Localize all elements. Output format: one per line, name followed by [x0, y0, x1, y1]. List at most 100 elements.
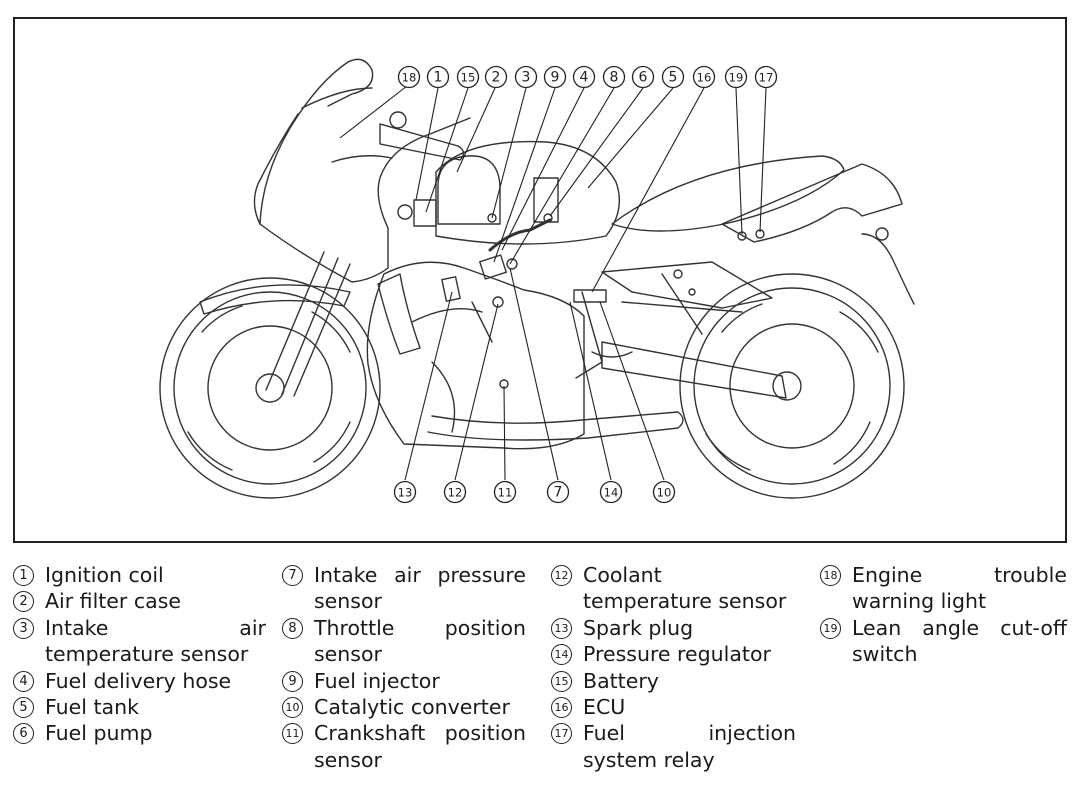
callout-label-17: 17 [759, 71, 774, 85]
tail [721, 163, 903, 243]
callout-label-16: 16 [697, 71, 712, 85]
front-fork [265, 251, 351, 397]
legend-item-label: Air filter case [45, 589, 181, 614]
legend-item-label: Fuel pump [45, 721, 153, 746]
callout-circle-16 [692, 65, 716, 89]
callout-circle-6 [631, 65, 655, 89]
legend-number-badge: 7 [282, 565, 303, 586]
callout-circle-7 [546, 480, 570, 504]
legend-number-badge: 4 [13, 670, 34, 692]
legend-item-label: Throttle position sensor [314, 615, 526, 667]
callout-label-10: 10 [657, 486, 672, 500]
legend-item-6: 6 Fuel pump [13, 720, 266, 746]
callout-label-14: 14 [604, 486, 619, 500]
callout-label-9: 9 [551, 70, 560, 86]
legend-item-label: Coolant temperature sensor [583, 563, 787, 614]
callout-label-4: 4 [580, 70, 589, 86]
legend-item-label: Fuel injection system relay [583, 721, 796, 772]
legend-number-badge: 17 [551, 723, 572, 745]
callout-label-15: 15 [461, 71, 476, 85]
exhaust [427, 411, 684, 441]
front-fender [199, 284, 351, 315]
callout-circle-9 [543, 65, 567, 89]
callout-circle-11 [493, 480, 517, 504]
legend-item-11: 11 Crankshaft position sensor [282, 720, 526, 773]
legend-number-badge: 1 [13, 565, 34, 586]
legend-item-label: Intake air temperature sensor [45, 615, 266, 667]
legend-number-badge: 6 [13, 723, 34, 745]
callout-circle-8 [602, 65, 626, 89]
callout-label-2: 2 [492, 70, 501, 86]
legend-number-badge: 10 [282, 697, 303, 719]
legend-number-badge: 11 [282, 723, 303, 745]
legend-number-badge: 3 [13, 617, 34, 639]
callout-label-6: 6 [639, 70, 648, 86]
legend-number-badge: 2 [13, 591, 34, 613]
legend-item-18: 18 Engine trouble warning light [820, 562, 1067, 615]
legend-item-label: Engine trouble warning light [852, 563, 1067, 614]
callout-label-18: 18 [402, 71, 417, 85]
legend-item-label: Pressure regulator [583, 642, 771, 667]
callout-label-8: 8 [610, 70, 619, 86]
legend-number-badge: 15 [551, 670, 572, 692]
legend-number-badge: 19 [820, 617, 841, 639]
fairing [259, 61, 471, 283]
legend-item-label: Spark plug [583, 615, 694, 640]
legend-item-label: Ignition coil [45, 563, 164, 587]
legend-number-badge: 8 [282, 617, 303, 639]
callout-label-3: 3 [522, 70, 531, 86]
front-wheel [159, 277, 381, 499]
legend-item-label: Catalytic converter [314, 695, 510, 720]
callout-circle-4 [572, 65, 596, 89]
legend-item-label: Fuel injector [314, 668, 440, 693]
legend-number-badge: 18 [820, 565, 841, 586]
legend-item-label: Fuel delivery hose [45, 668, 232, 693]
legend-item-label: Fuel tank [45, 695, 139, 720]
legend-number-badge: 12 [551, 565, 572, 586]
callout-label-1: 1 [434, 70, 443, 86]
callout-label-7: 7 [554, 485, 563, 501]
callout-label-13: 13 [398, 486, 413, 500]
legend-item-label: Lean angle cut-off switch [852, 615, 1067, 667]
legend-item-3: 3 Intake air temperature sensor [13, 615, 266, 668]
legend-item-1: 1 Ignition coil [13, 562, 266, 588]
legend-number-badge: 14 [551, 644, 572, 666]
legend-item-4: 4 Fuel delivery hose [13, 668, 266, 694]
parts-legend: 1 Ignition coil 2 Air filter case 3 Intake ai… [0, 562, 1084, 792]
callout-label-12: 12 [448, 486, 463, 500]
rear-wheel [679, 273, 905, 499]
seat [611, 155, 845, 232]
callout-circle-18 [397, 65, 421, 89]
legend-item-label: Battery [583, 668, 659, 693]
engine [366, 261, 585, 450]
handlebar [379, 123, 465, 161]
callout-label-11: 11 [498, 486, 513, 500]
callout-circle-14 [599, 480, 623, 504]
legend-column-1: 1 Ignition coil 2 Air filter case 3 Intake ai… [13, 562, 266, 747]
legend-item-label: Crankshaft position sensor [314, 721, 526, 772]
legend-number-badge: 16 [551, 697, 572, 719]
callout-circle-17 [754, 65, 778, 89]
legend-item-label: ECU [583, 695, 626, 720]
legend-item-17: 17 Fuel injection system relay [551, 720, 796, 773]
legend-item-2: 2 Air filter case [13, 588, 266, 614]
callout-circle-1 [426, 65, 450, 89]
legend-number-badge: 9 [282, 670, 303, 692]
legend-item-9: 9 Fuel injector [282, 668, 526, 694]
callout-circle-10 [652, 480, 676, 504]
callout-circle-12 [443, 480, 467, 504]
legend-item-16: 16 ECU [551, 694, 796, 720]
callout-circle-2 [484, 65, 508, 89]
legend-item-8: 8 Throttle position sensor [282, 615, 526, 668]
swingarm [601, 341, 787, 399]
callout-circle-13 [393, 480, 417, 504]
callout-row-bottom: 13 12 11 7 14 10 [393, 480, 676, 504]
air-filter-case [437, 155, 501, 225]
legend-item-14: 14 Pressure regulator [551, 641, 796, 667]
legend-column-4: 18 Engine trouble warning light 19 Lean ang… [820, 562, 1067, 668]
